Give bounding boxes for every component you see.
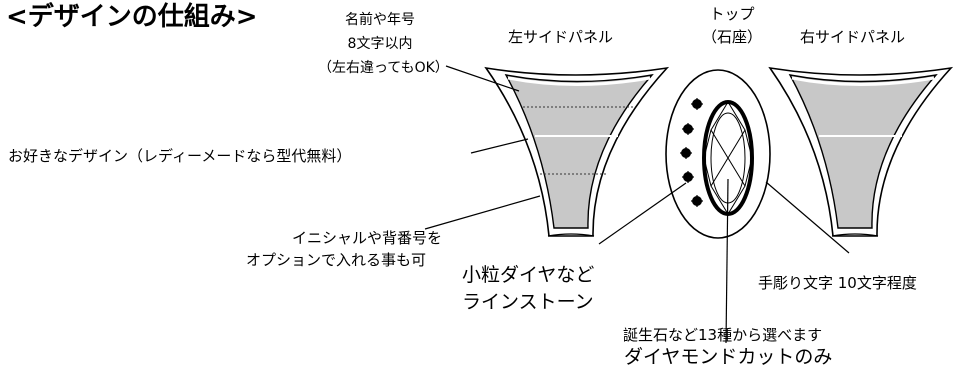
right-side-panel xyxy=(768,66,954,237)
diagram-title: <デザインの仕組み> xyxy=(6,2,258,32)
stones-label-line1: 小粒ダイヤなど xyxy=(462,264,595,286)
initial-label-line2: オプションで入れる事も可 xyxy=(245,251,426,269)
birthstone-label-line2: ダイヤモンドカットのみ xyxy=(624,346,833,368)
design-label: お好きなデザイン（レディーメードなら型代無料） xyxy=(8,147,352,165)
leader-lines xyxy=(424,65,850,344)
birthstone-label-line1: 誕生石など13種から選べます xyxy=(623,326,823,344)
left-panel-label: 左サイドパネル xyxy=(508,28,614,46)
left-side-panel xyxy=(484,66,670,237)
top-label-line1: トップ xyxy=(709,5,755,23)
name-label-line3: （左右違ってもOK） xyxy=(318,60,449,76)
name-label-line2: 8文字以内 xyxy=(347,36,413,52)
top-label-line2: （石座） xyxy=(701,28,762,46)
top-stone-seat xyxy=(665,69,771,239)
stones-label-line2: ラインストーン xyxy=(462,291,594,313)
initial-label-line1: イニシャルや背番号を xyxy=(292,229,443,247)
right-panel-label: 右サイドパネル xyxy=(800,28,906,46)
engraving-label: 手彫り文字 10文字程度 xyxy=(758,274,917,292)
name-label-line1: 名前や年号 xyxy=(345,12,415,28)
